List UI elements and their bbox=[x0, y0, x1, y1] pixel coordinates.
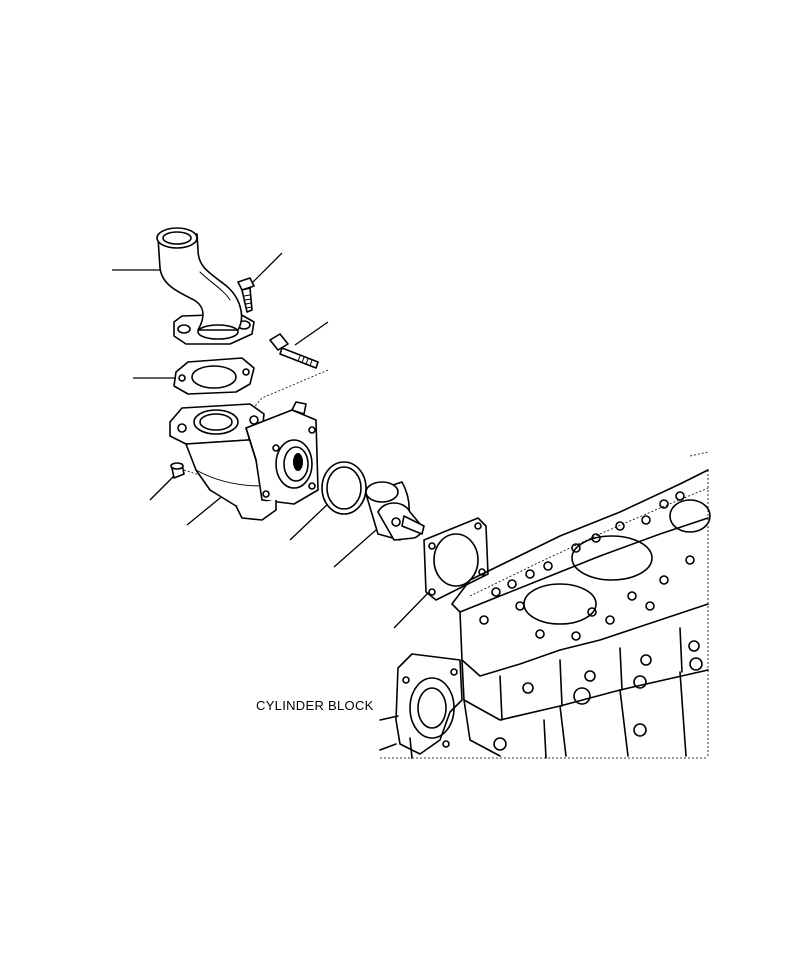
leader-plug bbox=[149, 475, 175, 501]
thermostat bbox=[365, 481, 425, 541]
alignment-dashes-bolt bbox=[249, 369, 329, 413]
leader-long-bolt bbox=[294, 321, 329, 346]
housing-gasket bbox=[423, 517, 489, 601]
leader-lines bbox=[112, 252, 429, 629]
outlet-bolt bbox=[237, 277, 255, 313]
cylinder-block-label: CYLINDER BLOCK bbox=[256, 698, 374, 713]
leader-outlet-bolt bbox=[252, 252, 283, 283]
leader-thermostat bbox=[333, 529, 377, 568]
water-outlet-pipe bbox=[156, 227, 255, 345]
long-bolt bbox=[269, 333, 319, 369]
leader-seal-ring bbox=[289, 501, 331, 541]
seal-ring bbox=[321, 461, 367, 515]
outlet-gasket bbox=[173, 357, 255, 395]
cylinder-block bbox=[379, 451, 711, 759]
plug bbox=[170, 462, 185, 479]
thermostat-housing bbox=[169, 401, 319, 521]
leader-housing-gasket bbox=[393, 592, 429, 629]
